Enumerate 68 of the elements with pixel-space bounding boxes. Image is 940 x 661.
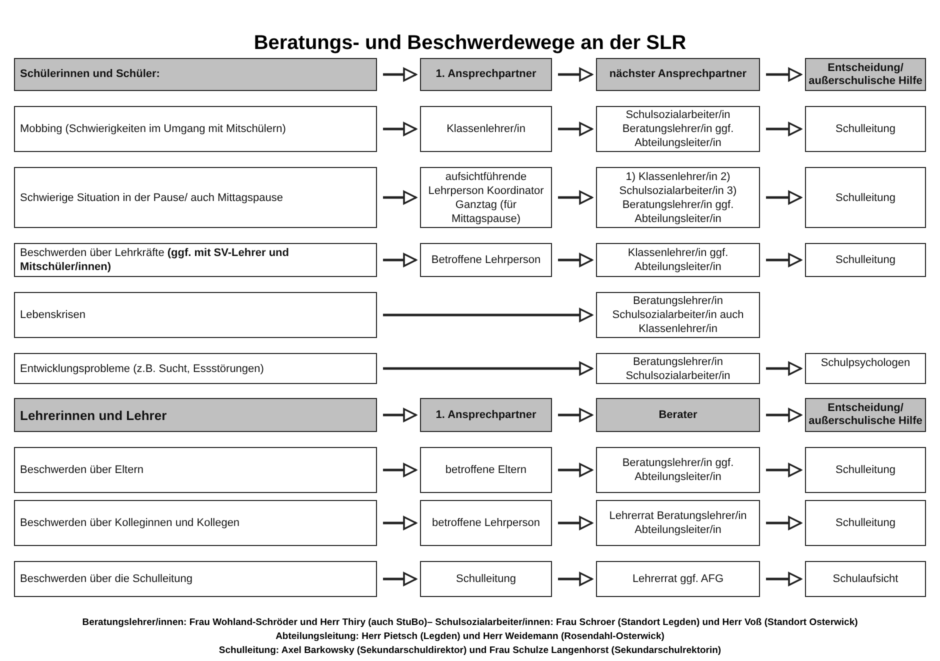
arrow (383, 68, 417, 82)
text-box: Schulleitung (805, 167, 926, 228)
arrow (766, 68, 802, 82)
arrow (766, 408, 802, 422)
arrow (766, 362, 802, 376)
text-box: betroffene Eltern (420, 447, 552, 493)
text-box: Schulleitung (805, 106, 926, 152)
arrow (766, 190, 802, 204)
arrow (558, 190, 593, 204)
text-box: Klassenlehrer/in ggf. Abteilungsleiter/in (596, 243, 760, 277)
header-box: 1. Ansprechpartner (420, 398, 552, 432)
text-box: betroffene Lehrperson (420, 500, 552, 546)
footnote: Schulleitung: Axel Barkowsky (Sekundarschuldirektor) und Frau Schulze Langenhorst (Sekundarschulrektorin) (218, 645, 722, 656)
arrow (558, 253, 593, 267)
text-box: Schulleitung (420, 561, 552, 597)
arrow (383, 253, 417, 267)
footnote: Abteilungsleitung: Herr Pietsch (Legden) und Herr Weidemann (Rosendahl-Osterwick) (274, 631, 666, 642)
header-box: Entscheidung/ außerschulische Hilfe (805, 58, 926, 91)
arrow (558, 463, 593, 477)
arrow (558, 516, 593, 530)
text-box: Betroffene Lehrperson (420, 243, 552, 277)
text-box: 1) Klassenlehrer/in 2) Schulsozialarbeiter/in 3) Beratungslehrer/in ggf. Abteilungsleiter/in (596, 167, 760, 228)
text-box: Schulpsychologen (805, 353, 926, 384)
arrow (766, 516, 802, 530)
arrow (383, 190, 417, 204)
text-box: Schulaufsicht (805, 561, 926, 597)
text-box: Klassenlehrer/in (420, 106, 552, 152)
arrow (558, 572, 593, 586)
text-box: Beratungslehrer/in Schulsozialarbeiter/in auch Klassenlehrer/in (596, 292, 760, 338)
footnote: Beratungslehrer/innen: Frau Wohland-Schröder und Herr Thiry (auch StuBo)– Schulsozialarbeiter/innen: Frau Schroer (Standort Legden) und Herr Voß (Standort Osterwick) (81, 617, 859, 628)
arrow (383, 362, 593, 376)
title: Beratungs- und Beschwerdewege an der SLR (252, 32, 688, 55)
arrow (383, 122, 417, 136)
text-box: Schulleitung (805, 500, 926, 546)
text-box: Entwicklungsprobleme (z.B. Sucht, Essstörungen) (14, 353, 377, 384)
text-box: Beschwerden über Eltern (14, 447, 377, 493)
text-box: Lehrerrat Beratungslehrer/in Abteilungsleiter/in (596, 500, 760, 546)
text-box: Schulleitung (805, 447, 926, 493)
arrow (558, 68, 593, 82)
arrow (558, 122, 593, 136)
text-box: Mobbing (Schwierigkeiten im Umgang mit Mitschülern) (14, 106, 377, 152)
text-box: Schulleitung (805, 243, 926, 277)
arrow (558, 408, 593, 422)
text-box: Beschwerden über Lehrkräfte (ggf. mit SV-Lehrer und Mitschüler/innen) (14, 243, 377, 277)
text-box: Lehrerrat ggf. AFG (596, 561, 760, 597)
text-box: Schwierige Situation in der Pause/ auch Mittagspause (14, 167, 377, 228)
text-box: Beratungslehrer/in Schulsozialarbeiter/in (596, 353, 760, 384)
text-box: Schulsozialarbeiter/in Beratungslehrer/in ggf. Abteilungsleiter/in (596, 106, 760, 152)
arrow (383, 463, 417, 477)
header-box: Lehrerinnen und Lehrer (14, 398, 377, 432)
arrow (383, 408, 417, 422)
arrow (383, 572, 417, 586)
header-box: 1. Ansprechpartner (420, 58, 552, 91)
text-box: Beratungslehrer/in ggf. Abteilungsleiter/in (596, 447, 760, 493)
arrow (383, 516, 417, 530)
arrow (766, 572, 802, 586)
header-box: Entscheidung/ außerschulische Hilfe (805, 398, 926, 432)
text-box: aufsichtführende Lehrperson Koordinator Ganztag (für Mittagspause) (420, 167, 552, 228)
text-box: Lebenskrisen (14, 292, 377, 338)
arrow (766, 463, 802, 477)
text-box: Beschwerden über die Schulleitung (14, 561, 377, 597)
header-box: Berater (596, 398, 760, 432)
arrow (766, 253, 802, 267)
arrow (383, 308, 593, 322)
text-box: Beschwerden über Kolleginnen und Kollegen (14, 500, 377, 546)
header-box: Schülerinnen und Schüler: (14, 58, 377, 91)
header-box: nächster Ansprechpartner (596, 58, 760, 91)
arrow (766, 122, 802, 136)
